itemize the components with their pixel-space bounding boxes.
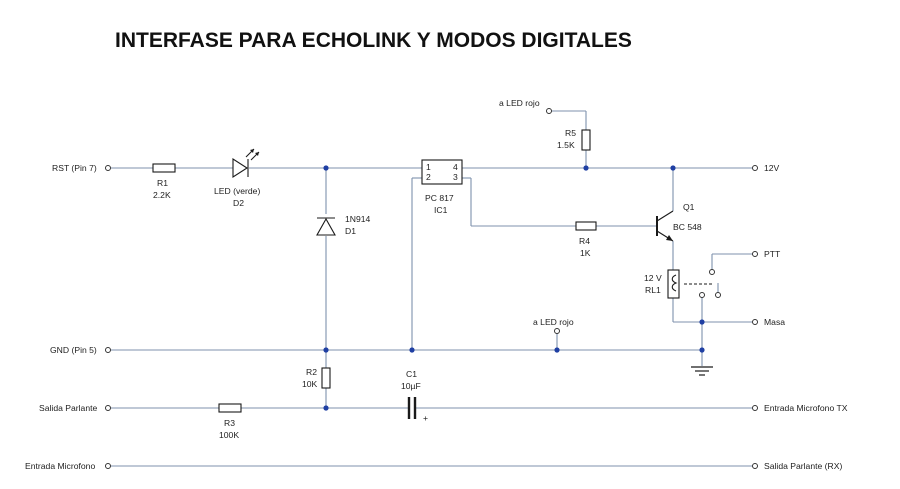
terminal-masa-label: Masa xyxy=(764,317,785,327)
resistor-r3 xyxy=(218,403,242,413)
terminal-ptt xyxy=(752,251,758,257)
terminal-entrada-microfono-tx xyxy=(752,405,758,411)
r2-ref: R2 xyxy=(306,367,317,377)
d1-value: 1N914 xyxy=(345,214,371,224)
diagram-title: INTERFASE PARA ECHOLINK Y MODOS DIGITALE… xyxy=(115,29,632,52)
junction-dot xyxy=(409,347,415,353)
c1-polarity: + xyxy=(423,413,428,423)
terminal-gnd xyxy=(105,347,111,353)
rl1-value: 12 V xyxy=(644,273,662,283)
resistor-r4 xyxy=(575,221,597,231)
terminal-led-rojo-bottom xyxy=(554,328,560,334)
ic1-pin-4: 4 xyxy=(453,162,458,172)
r3-value: 100K xyxy=(219,430,239,440)
d2-value: LED (verde) xyxy=(214,186,260,196)
terminal-rst xyxy=(105,165,111,171)
terminal-led-rojo-bottom-label: a LED rojo xyxy=(533,317,574,327)
terminal-salida-parlante-rx-label: Salida Parlante (RX) xyxy=(764,461,842,471)
q1-value: BC 548 xyxy=(673,222,702,232)
relay-switch-contacts xyxy=(699,269,721,298)
optocoupler-ic1 xyxy=(421,159,463,185)
ic1-value: PC 817 xyxy=(425,193,454,203)
ic1-ref: IC1 xyxy=(434,205,448,215)
c1-ref: C1 xyxy=(406,369,417,379)
r1-ref: R1 xyxy=(157,178,168,188)
junction-dots xyxy=(323,165,705,411)
junction-dot xyxy=(670,165,676,171)
diode-d1 xyxy=(316,217,336,236)
terminal-masa xyxy=(752,319,758,325)
relay-rl1 xyxy=(667,269,714,299)
junction-dot xyxy=(554,347,560,353)
terminal-led-rojo-top xyxy=(546,108,552,114)
q1-ref: Q1 xyxy=(683,202,695,212)
terminal-rst-label: RST (Pin 7) xyxy=(52,163,97,173)
terminal-led-rojo-top-label: a LED rojo xyxy=(499,98,540,108)
r1-value: 2.2K xyxy=(153,190,171,200)
ic1-pin-3: 3 xyxy=(453,172,458,182)
terminal-gnd-label: GND (Pin 5) xyxy=(50,345,97,355)
ic1-pin-2: 2 xyxy=(426,172,431,182)
terminal-salida-parlante xyxy=(105,405,111,411)
terminal-ptt-label: PTT xyxy=(764,249,781,259)
ground-icon xyxy=(691,366,713,376)
r5-value: 1.5K xyxy=(557,140,575,150)
terminal-salida-parlante-label: Salida Parlante xyxy=(39,403,98,413)
terminal-entrada-microfono xyxy=(105,463,111,469)
r4-value: 1K xyxy=(580,248,591,258)
d2-ref: D2 xyxy=(233,198,244,208)
junction-dot xyxy=(583,165,589,171)
transistor-q1 xyxy=(656,210,674,242)
junction-dot xyxy=(699,319,705,325)
resistor-r1 xyxy=(152,163,176,173)
terminal-entrada-microfono-label: Entrada Microfono xyxy=(25,461,95,471)
rl1-ref: RL1 xyxy=(645,285,661,295)
junction-dot xyxy=(323,405,329,411)
c1-value: 10µF xyxy=(401,381,421,391)
terminal-salida-parlante-rx xyxy=(752,463,758,469)
terminal-12v-label: 12V xyxy=(764,163,780,173)
terminal-entrada-microfono-tx-label: Entrada Microfono TX xyxy=(764,403,848,413)
capacitor-c1 xyxy=(407,397,417,419)
led-d2 xyxy=(232,148,260,179)
ic1-pin-1: 1 xyxy=(426,162,431,172)
r3-ref: R3 xyxy=(224,418,235,428)
junction-dot xyxy=(699,347,705,353)
r5-ref: R5 xyxy=(565,128,576,138)
d1-ref: D1 xyxy=(345,226,356,236)
junction-dot xyxy=(323,165,329,171)
junction-dot xyxy=(323,347,329,353)
r4-ref: R4 xyxy=(579,236,590,246)
resistor-r2 xyxy=(321,367,331,389)
resistor-r5 xyxy=(581,129,591,151)
r2-value: 10K xyxy=(302,379,318,389)
terminal-12v xyxy=(752,165,758,171)
